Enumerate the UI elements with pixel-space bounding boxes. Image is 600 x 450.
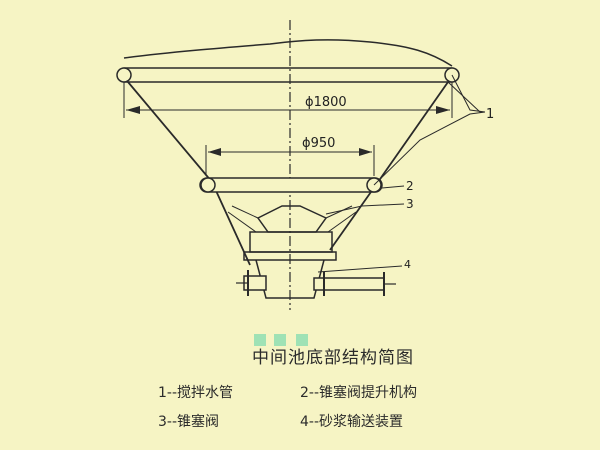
valve-flange [243,251,337,261]
dim-inner-label: ϕ950 [302,136,335,151]
leader-1c [373,111,486,186]
green-marker-3 [296,334,308,346]
pool-top-outline [123,39,453,67]
lower-water-pipe [199,177,383,193]
legend-item-3: 3--锥塞阀 [158,414,220,430]
callout-2: 2 [406,179,414,193]
legend-item-1: 1--搅拌水管 [158,385,234,401]
lower-pipe-left-end [200,177,216,193]
dim-inner-arrow-right [359,148,372,156]
dim-inner-arrow-left [208,148,221,156]
dim-outer-label: ϕ1800 [305,95,347,110]
callout-4: 4 [404,258,411,271]
figure-title: 中间池底部结构简图 [252,348,414,368]
leader-1b [447,81,485,113]
top-water-pipe [117,67,459,83]
green-marker-2 [274,334,286,346]
dim-outer-arrow-left [126,106,140,114]
valve-guide-lines [227,205,357,233]
green-marker-1 [254,334,266,346]
top-pipe-left-end [116,67,132,83]
leader-4 [317,265,403,273]
cone-wall-right [329,81,449,251]
legend-item-4: 4--砂浆输送装置 [300,414,404,430]
callout-1: 1 [486,107,494,122]
leader-2 [381,185,405,189]
legend-item-2: 2--锥塞阀提升机构 [300,385,418,401]
callout-3: 3 [406,197,414,211]
cone-wall-left [127,81,251,266]
cone-plug-valve [256,205,328,233]
leader-3 [325,203,405,215]
valve-body [249,231,333,253]
dim-outer-arrow-right [436,106,450,114]
